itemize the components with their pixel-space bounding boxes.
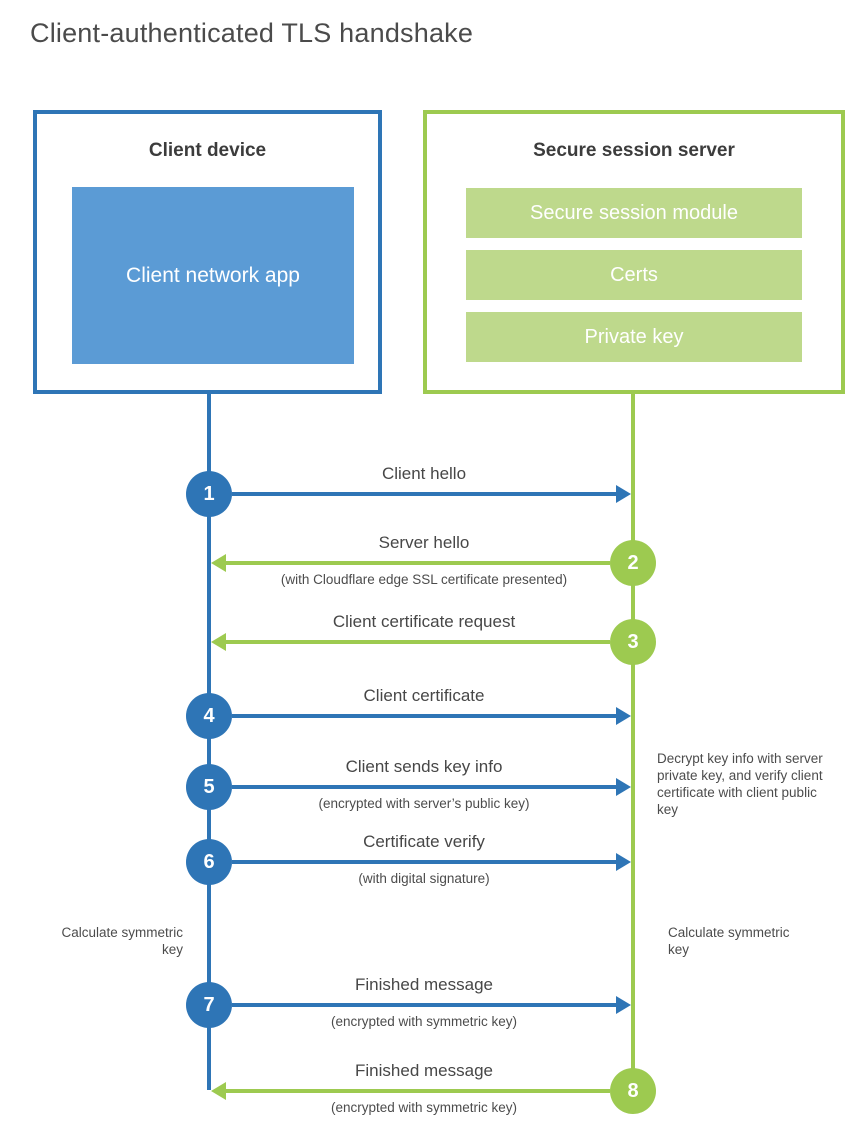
arrow-right-icon (232, 492, 618, 496)
step-label: Finished message (355, 1061, 493, 1080)
step-label: Client hello (381, 464, 467, 483)
server-module-bar: Private key (466, 312, 802, 362)
step-label: Certificate verify (363, 832, 485, 851)
step-number-badge: 1 (186, 471, 232, 517)
arrowhead-right-icon (616, 996, 631, 1014)
arrowhead-right-icon (616, 778, 631, 796)
step-sublabel: (encrypted with symmetric key) (330, 1100, 518, 1115)
step-sublabel: (encrypted with server’s public key) (318, 796, 530, 811)
client-device-heading: Client device (148, 140, 267, 161)
secure-session-server-heading: Secure session server (533, 140, 735, 161)
arrow-right-icon (232, 785, 618, 789)
step-number-badge: 8 (610, 1068, 656, 1114)
arrowhead-left-icon (211, 633, 226, 651)
step-number-badge: 6 (186, 839, 232, 885)
client-device-box: Client device Client network app (33, 110, 382, 394)
arrowhead-left-icon (211, 554, 226, 572)
step-number-badge: 2 (610, 540, 656, 586)
step-label: Finished message (355, 975, 493, 994)
arrowhead-right-icon (616, 707, 631, 725)
step-sublabel: (encrypted with symmetric key) (330, 1014, 518, 1029)
calculate-symmetric-key-note-client: Calculate symmetric key (61, 925, 183, 957)
arrowhead-right-icon (616, 485, 631, 503)
arrow-right-icon (232, 1003, 618, 1007)
step-label: Client certificate (363, 686, 485, 705)
server-lifeline (631, 394, 635, 1092)
arrow-right-icon (232, 714, 618, 718)
arrow-left-icon (224, 640, 610, 644)
decrypt-note: Decrypt key info with server private key… (657, 751, 823, 817)
step-label: Client sends key info (345, 757, 503, 776)
step-label: Client certificate request (332, 612, 516, 631)
calculate-symmetric-key-note-server: Calculate symmetric key (668, 925, 790, 957)
step-number-badge: 7 (186, 982, 232, 1028)
step-number-badge: 3 (610, 619, 656, 665)
arrow-left-icon (224, 561, 610, 565)
secure-session-server-box: Secure session server Secure session mod… (423, 110, 845, 394)
server-module-bar: Secure session module (466, 188, 802, 238)
arrow-left-icon (224, 1089, 610, 1093)
server-module-bar: Certs (466, 250, 802, 300)
client-network-app-label: Client network app (126, 263, 300, 287)
arrowhead-left-icon (211, 1082, 226, 1100)
arrow-right-icon (232, 860, 618, 864)
step-number-badge: 5 (186, 764, 232, 810)
step-number-badge: 4 (186, 693, 232, 739)
step-sublabel: (with digital signature) (358, 871, 490, 886)
client-network-app-rect: Client network app (72, 187, 354, 364)
arrowhead-right-icon (616, 853, 631, 871)
step-label: Server hello (378, 533, 470, 552)
page-title: Client-authenticated TLS handshake (30, 18, 474, 48)
client-lifeline (207, 394, 211, 1090)
step-sublabel: (with Cloudflare edge SSL certificate pr… (280, 572, 568, 587)
